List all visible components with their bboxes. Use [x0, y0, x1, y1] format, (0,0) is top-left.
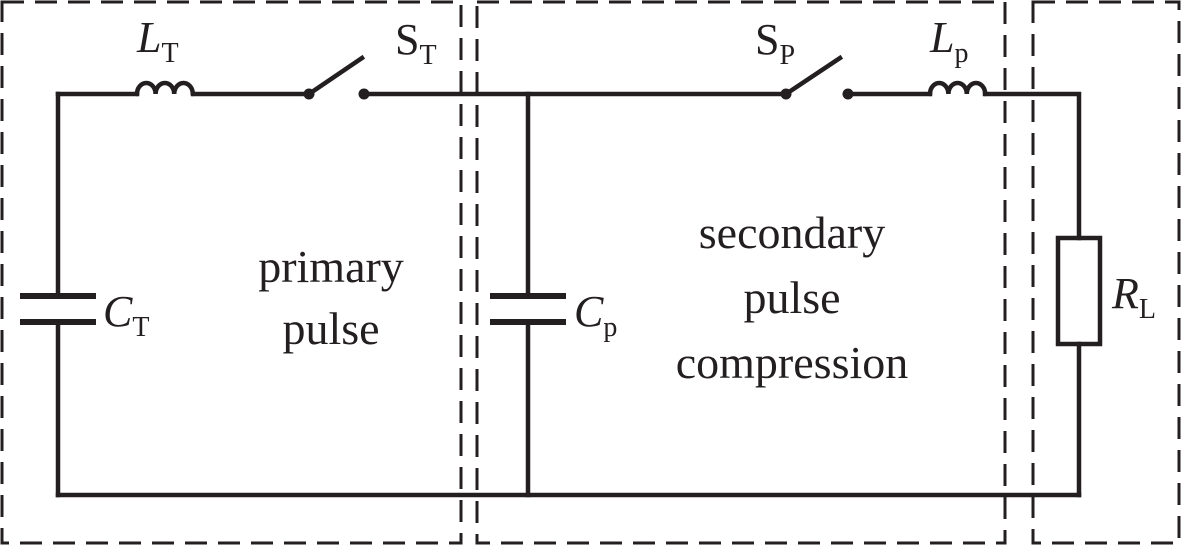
primary-caption-line-2: pulse	[282, 303, 379, 354]
label-st: ST	[395, 15, 437, 71]
resistor-rl	[1055, 235, 1103, 347]
circuit-wires	[55, 91, 1082, 498]
capacitor-ct	[20, 293, 96, 325]
wire-lp-to-right	[982, 91, 1082, 241]
load-region	[1031, 0, 1181, 545]
inductor-lt	[134, 80, 196, 97]
switch-st	[303, 54, 370, 100]
label-rl: RL	[1111, 269, 1156, 325]
switch-sp	[780, 54, 854, 100]
component-labels: LT ST SP Lp CT Cp RL	[103, 13, 1156, 343]
label-cp: Cp	[574, 287, 617, 343]
label-lp: Lp	[929, 13, 968, 69]
secondary-caption-line-3: compression	[676, 337, 909, 388]
label-sp: SP	[755, 15, 795, 71]
primary-caption-line-1: primary	[258, 241, 404, 292]
secondary-caption-line-1: secondary	[699, 207, 885, 258]
region-captions: primary pulse secondary pulse compressio…	[258, 207, 908, 388]
capacitor-cp	[490, 293, 566, 325]
label-lt: LT	[136, 13, 179, 69]
primary-pulse-region	[0, 0, 463, 545]
secondary-caption-line-2: pulse	[743, 272, 840, 323]
secondary-pulse-compression-region	[475, 0, 1007, 545]
label-ct: CT	[103, 287, 149, 343]
inductor-lp	[927, 80, 988, 97]
